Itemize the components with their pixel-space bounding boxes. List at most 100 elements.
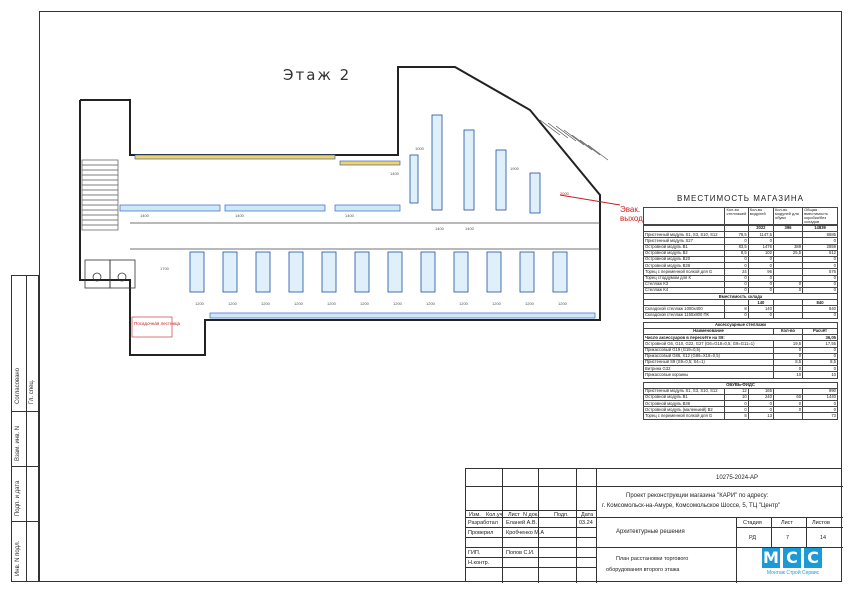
section-name: Архитектурные решения [616,529,685,535]
dim-label: 1200 [393,301,403,306]
dim-label: 1000 [415,146,425,151]
table-cell: 73 [802,412,838,420]
capacity-title: ВМЕСТИМОСТЬ МАГАЗИНА [677,194,804,203]
exit-label-line-1: Эвак. [620,205,641,214]
date-developer: 03.24 [579,520,593,526]
stamp-original-inv: Инв. N подл. [15,540,21,576]
stamp-sign-date: Подп. и дата [15,480,21,516]
stair-left [81,159,119,231]
stamp-divider [12,466,38,467]
dim-label: 1200 [558,301,568,306]
table-cell [772,412,804,420]
stamp-divider [12,411,38,412]
name-gip: Попов С.И. [506,550,535,556]
dim-label: 1400 [390,171,400,176]
capacity-header-row: Кол-во стеллажей Кол-во модулей Кол-во м… [642,207,838,225]
sheet-label: Лист [781,520,793,526]
exit-label: Эвак. выход [620,205,643,223]
stair-right [539,119,609,161]
dim-label: 1900 [510,166,520,171]
stamp-divider [12,521,38,522]
table-cell: 0 [802,311,838,319]
shoe-table: ОБУВЬ-ФИДС Пристенный модуль S1, S3, S10… [642,381,838,420]
stamp-agreed: Согласовано [15,367,21,404]
col-label: Лист [508,512,520,518]
dim-label: 1400 [435,226,445,231]
sheet-title-1: План расстановки торгового [616,556,689,562]
logo-letter: М [762,548,780,568]
side-stamp: Согласовано Гл. спец. Взам. инв. N Подп.… [11,275,39,582]
island-modules-upper [409,114,541,214]
floor-plan: Посадочная лестница 1200 1200 1200 1200 … [79,66,621,356]
table-cell: 8 [724,412,749,420]
table-cell: 13 [747,412,774,420]
dim-label: 1400 [345,213,355,218]
stair-room [131,316,173,338]
table-cell: 0 [747,311,774,319]
dim-label: 1200 [294,301,304,306]
doc-code: 10275-2024-АР [716,475,759,481]
stair-label: Посадочная лестница [134,321,181,326]
name-developer: Еланей А.В. [506,520,538,526]
col-label: Подп. [554,512,569,518]
dimension-labels: 1200 1200 1200 1200 1200 1200 1200 1200 … [140,146,570,306]
capacity-table: Кол-во стеллажей Кол-во модулей Кол-во м… [642,207,838,225]
stage-value: РД [749,535,757,541]
col-label: Кол.уч [486,512,503,518]
sheets-value: 14 [820,535,827,541]
name-checker: Кробченко М.А [506,530,545,536]
dim-label: 1200 [261,301,271,306]
project-title: Проект реконструкции магазина "КАРИ" по … [626,493,769,499]
dim-label: 1400 [235,213,245,218]
role-checker: Проверил [468,530,494,536]
floor-label: Этаж 2 [283,66,352,84]
dim-label: 1700 [160,266,170,271]
wall-shelf-bottom [209,312,596,319]
logo-letter: С [783,548,801,568]
header-cell: Общая вместимость коробки/без складов [802,207,838,225]
capacity-body: 2022 396 14839 Пристенный модуль S1, S3,… [642,224,838,319]
sheet-frame [39,11,842,582]
table-cell: 0 [724,311,749,319]
dim-label: 1200 [459,301,469,306]
restrooms [84,259,136,289]
table-cell: Складской стеллаж 1150х800 ПК [642,311,726,319]
role-gip: ГИП. [468,550,481,556]
stamp-divider [26,276,28,581]
col-label: N док. [523,512,539,518]
dim-label: 1400 [465,226,475,231]
exit-label-line-2: выход [620,214,643,223]
table-cell: Торец с переменной полкой для G [642,412,726,420]
project-address: г. Комсомольск-на-Амуре, Комсомольское Ш… [602,503,781,509]
header-cell: Кол-во модулей для обуви [772,207,804,225]
accessory-table: Аксессуарные стеллажи Наименование Кол-в… [642,321,838,379]
table-cell: Прикассовые корзины [643,371,774,379]
header-cell: Кол-во модулей [747,207,774,225]
dim-label: 1200 [426,301,436,306]
stamp-replaced-inv: Взам. инв. N [15,425,21,461]
sheets-label: Листов [812,520,830,526]
accessory-rows: Островной G6, G10, G22, G27 (G6=G18=0,5;… [643,340,838,379]
logo-letter: С [804,548,822,568]
wall-shelves-top [119,154,401,212]
logo-caption: Монтаж Строй Сервис [766,570,820,576]
dim-label: 1200 [492,301,502,306]
role-norm-control: Н.контр. [468,560,490,566]
stamp-chief: Гл. спец. [29,379,35,404]
role-developer: Разработал [468,520,498,526]
table-cell [772,311,804,319]
dim-label: 1200 [228,301,238,306]
dim-label: 1200 [327,301,337,306]
dim-label: 1200 [360,301,370,306]
header-cell [642,207,726,225]
